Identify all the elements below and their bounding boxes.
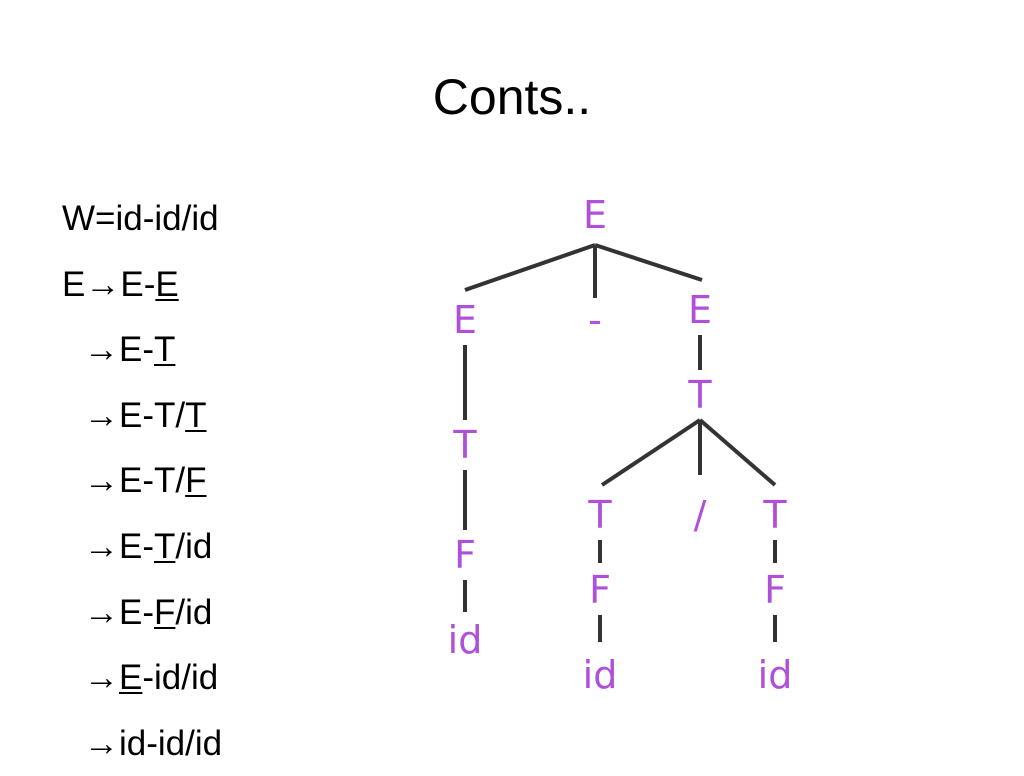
underlined-symbol: E (155, 264, 179, 304)
tree-node-label: F (764, 568, 786, 612)
tree-node-label: id (583, 653, 618, 697)
underlined-symbol: T (185, 395, 207, 435)
underlined-symbol: E (119, 658, 143, 698)
tree-node-label: - (588, 298, 602, 342)
derivation-line: W=id-id/id (62, 199, 219, 238)
tree-node-label: / (694, 493, 707, 537)
derivation-line: →E-T/id (84, 526, 213, 566)
derivation-line: →E-T/T (84, 395, 207, 435)
derivation-steps: W=id-id/id E→E-E →E-T →E-T/T →E-T/F →E-T… (62, 186, 222, 776)
underlined-symbol: F (154, 592, 176, 632)
underlined-symbol: F (185, 461, 207, 501)
tree-node-label: T (687, 373, 712, 417)
arrow-icon: → (84, 723, 119, 763)
tree-node-label: T (587, 493, 612, 537)
tree-node-label: T (762, 493, 787, 537)
tree-node-label: T (452, 423, 477, 467)
tree-node-label: E (453, 298, 477, 342)
tree-node-label: id (448, 618, 483, 662)
slide-title: Conts.. (432, 69, 592, 125)
arrow-icon: → (84, 461, 119, 501)
underlined-symbol: T (154, 330, 176, 370)
tree-node-label: id (758, 653, 793, 697)
tree-edge (464, 243, 596, 292)
arrow-icon: → (84, 395, 119, 435)
arrow-icon: → (84, 658, 119, 698)
arrow-icon: → (84, 330, 119, 370)
tree-edge (594, 243, 703, 282)
tree-edge (600, 418, 702, 487)
derivation-line: E→E-E (62, 264, 179, 304)
arrow-icon: → (84, 526, 119, 566)
underlined-symbol: T (154, 526, 176, 566)
derivation-line: →E-id/id (84, 658, 219, 698)
derivation-line: →E-T (84, 330, 176, 370)
tree-node-label: F (589, 568, 611, 612)
derivation-line: →id-id/id (84, 723, 223, 763)
arrow-icon: → (84, 592, 119, 632)
tree-node-label: F (454, 533, 476, 577)
arrow-icon: → (85, 264, 121, 304)
tree-edges (463, 243, 777, 642)
tree-node-label: E (583, 193, 607, 237)
derivation-line: →E-F/id (84, 592, 213, 632)
tree-edge (698, 418, 777, 487)
tree-node-label: E (688, 288, 712, 332)
derivation-line: →E-T/F (84, 461, 207, 501)
